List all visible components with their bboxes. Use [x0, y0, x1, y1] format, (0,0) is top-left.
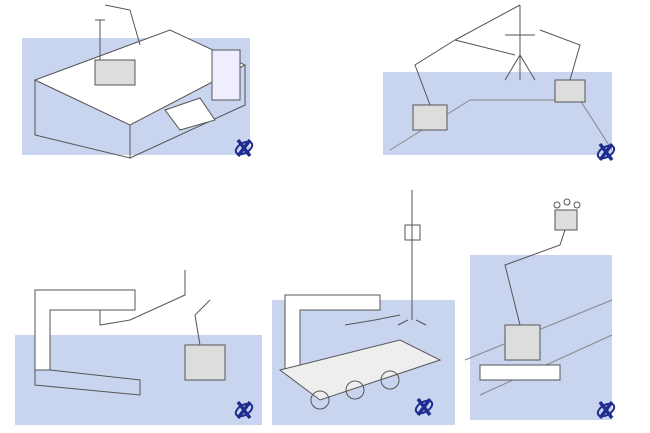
panel-twin-robots	[383, 4, 613, 155]
panel-mobile-platform	[272, 190, 455, 425]
panel-rail-robot	[464, 198, 613, 420]
panel-robot-cell	[22, 4, 250, 159]
panel-fixture	[15, 270, 262, 425]
